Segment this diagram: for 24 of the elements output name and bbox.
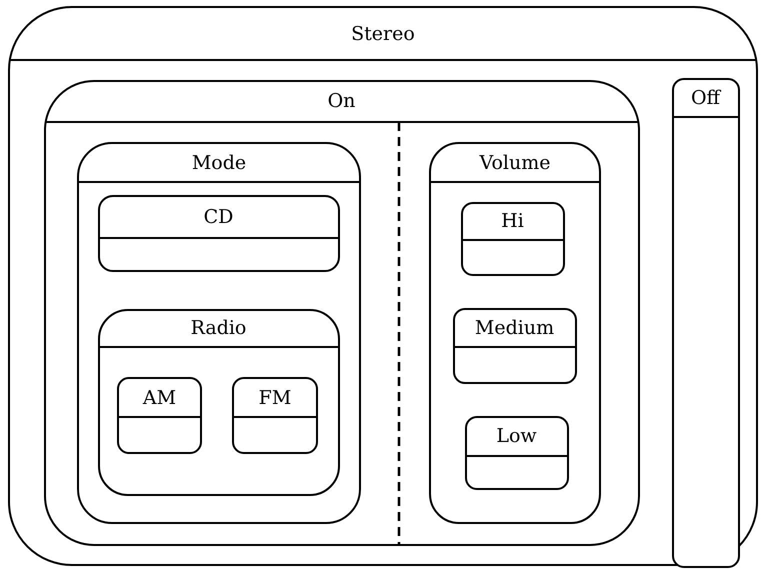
- state-name: Stereo: [10, 8, 756, 61]
- state-name: Hi: [462, 204, 562, 240]
- state-name: Medium: [454, 310, 574, 348]
- state-box: [8, 6, 758, 566]
- state-box: [232, 377, 318, 454]
- state-box: [117, 377, 202, 454]
- state-box: [98, 194, 340, 272]
- state-name: FM: [234, 379, 316, 418]
- state-box: [460, 202, 564, 276]
- state-box: [429, 142, 601, 524]
- state-box: [44, 80, 640, 546]
- state-box: [464, 416, 568, 490]
- state-name: Volume: [431, 144, 599, 183]
- state-name: Radio: [100, 310, 338, 348]
- state-name: Low: [466, 418, 566, 456]
- state-name: AM: [119, 379, 200, 418]
- state-name: Mode: [79, 144, 359, 183]
- state-box: [98, 308, 340, 496]
- state-box: [77, 142, 361, 524]
- state-name: Off: [674, 80, 738, 118]
- state-box: [452, 308, 576, 384]
- state-name: On: [46, 82, 638, 122]
- state-name: CD: [100, 196, 338, 238]
- state-box: [672, 78, 740, 568]
